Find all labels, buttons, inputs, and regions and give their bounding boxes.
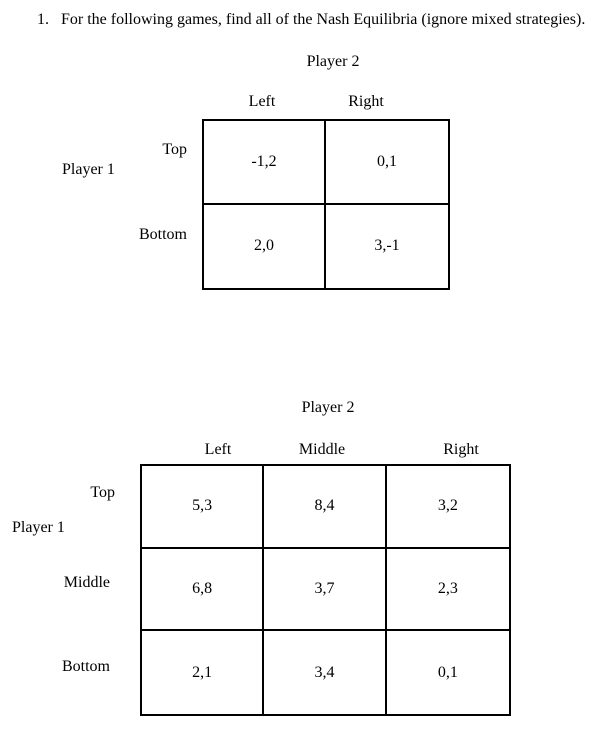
game1-cell-bottom-right: 3,-1 [374,237,400,255]
game2-col-header-middle: Middle [298,441,346,458]
game1-payoff-matrix: -1,2 0,1 2,0 3,-1 [202,119,450,290]
game2-column-player-label: Player 2 [301,399,355,416]
game1-cell-bottom-left: 2,0 [204,204,326,288]
problem-title: 1. For the following games, find all of t… [37,12,585,28]
game2-cell-middle-right: 2,3 [386,549,509,632]
game2-cell-bottom-middle: 3,4 [264,631,387,714]
game2-col-header-right: Right [443,441,479,458]
game2-payoff-matrix: 5,3 8,4 3,2 6,8 3,7 2,3 2,1 3,4 0,1 [140,464,511,716]
game1-column-player-label: Player 2 [306,53,360,70]
game2-col-header-left: Left [204,441,232,458]
game1-row-player-label: Player 1 [62,161,115,178]
problem-number: 1. [37,11,49,28]
game2-cell-bottom-right: 0,1 [437,663,458,681]
game2-cell-bottom-left: 2,1 [142,631,265,714]
problem-text: For the following games, find all of the… [61,11,586,28]
game1-cell-top-left: -1,2 [204,121,326,205]
game1-row-header-top: Top [162,141,187,158]
game2-cell-top-right: 3,2 [386,466,509,549]
game2-row-header-middle: Middle [63,574,110,591]
game2-cell-top-left: 5,3 [142,466,265,549]
game2-cell-middle-left: 6,8 [142,548,265,632]
game1-col-header-left: Left [248,93,276,110]
game2-row-header-top: Top [90,484,115,501]
game2-cell-top-middle: 8,4 [264,466,387,549]
game2-row-player-label: Player 1 [12,519,65,536]
game2-row-header-bottom: Bottom [61,658,110,675]
game1-row-header-bottom: Bottom [138,226,187,243]
game1-col-header-right: Right [348,93,384,110]
game2-cell-middle-middle: 3,7 [264,548,387,632]
game1-cell-top-right: 0,1 [326,121,448,205]
